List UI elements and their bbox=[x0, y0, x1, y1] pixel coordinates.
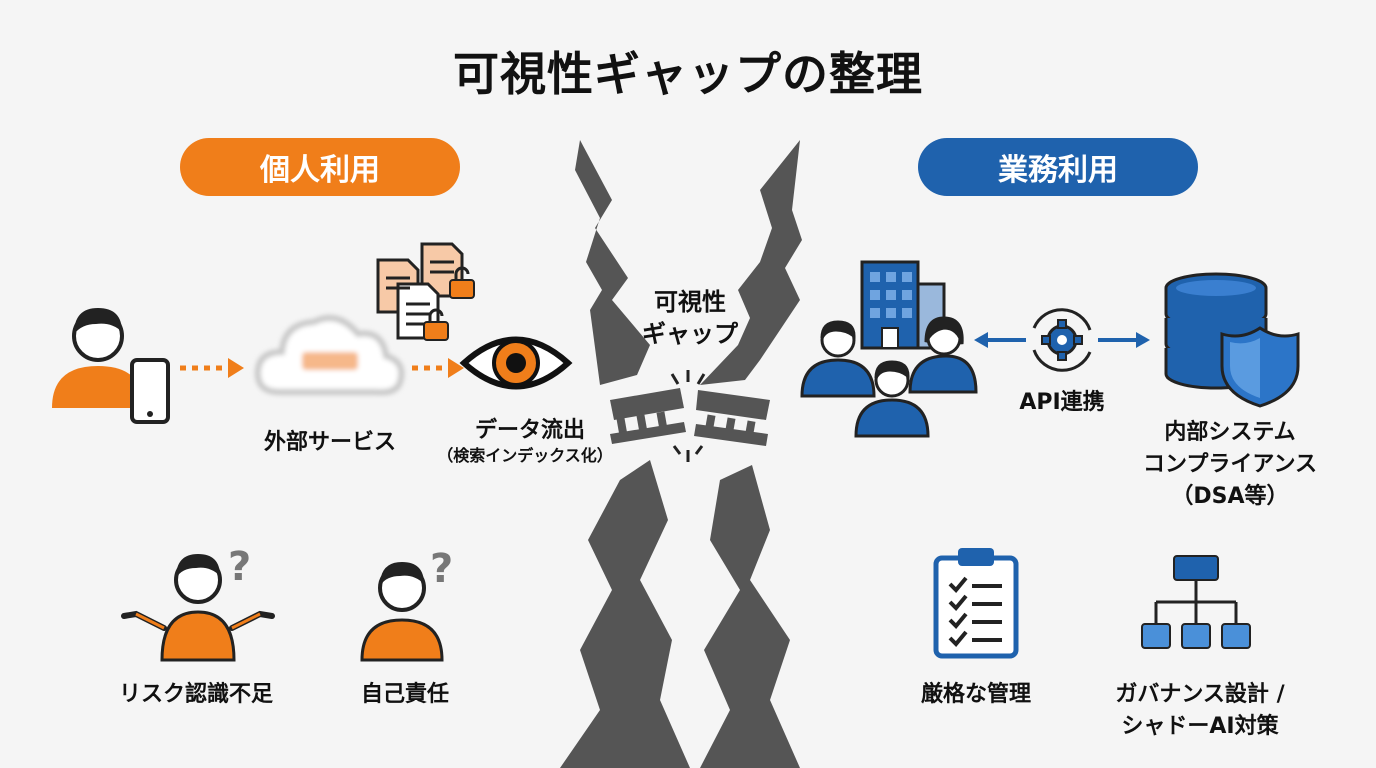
building-icon bbox=[860, 260, 946, 350]
org-chart-icon bbox=[1141, 555, 1251, 649]
database-shield-icon bbox=[1164, 272, 1300, 408]
documents-lock-icon bbox=[376, 242, 475, 341]
clipboard-checklist-icon bbox=[933, 548, 1019, 659]
person-phone-icon bbox=[52, 308, 170, 424]
personal-use-header: 個人利用 bbox=[180, 138, 460, 196]
business-people-icon bbox=[800, 316, 978, 438]
page-title: 可視性ギャップの整理 bbox=[453, 47, 923, 101]
governance-label-line1: ガバナンス設計 / bbox=[1115, 682, 1285, 707]
external-service-label: 外部サービス bbox=[263, 430, 396, 455]
eye-icon bbox=[459, 336, 573, 390]
risk-awareness-label: リスク認識不足 bbox=[118, 682, 273, 707]
self-responsibility-label: 自己責任 bbox=[360, 682, 449, 707]
data-leak-sublabel: （検索インデックス化） bbox=[437, 446, 613, 465]
api-link-label: API連携 bbox=[1019, 390, 1105, 415]
gap-label-line2: ギャップ bbox=[642, 320, 738, 348]
thinking-person-icon: ? bbox=[360, 546, 453, 662]
data-leak-label: データ流出 bbox=[474, 418, 585, 443]
broken-bridge-icon bbox=[610, 370, 770, 462]
system-label-line1: 内部システム bbox=[1164, 420, 1296, 445]
confused-person-icon: ? bbox=[121, 544, 275, 662]
business-use-header: 業務利用 bbox=[918, 138, 1198, 196]
arrow-to-leak-icon bbox=[412, 358, 464, 378]
arrow-to-service-icon bbox=[180, 358, 244, 378]
svg-text:?: ? bbox=[430, 546, 453, 592]
svg-text:?: ? bbox=[228, 544, 251, 590]
gear-sync-icon bbox=[974, 308, 1150, 372]
system-label-line2: コンプライアンス bbox=[1142, 452, 1318, 477]
governance-label-line2: シャドーAI対策 bbox=[1121, 714, 1279, 739]
strict-management-label: 厳格な管理 bbox=[920, 682, 1031, 707]
gap-label-line1: 可視性 bbox=[654, 288, 726, 316]
system-label-line3: （DSA等） bbox=[1171, 484, 1289, 509]
cloud-icon bbox=[254, 315, 405, 396]
